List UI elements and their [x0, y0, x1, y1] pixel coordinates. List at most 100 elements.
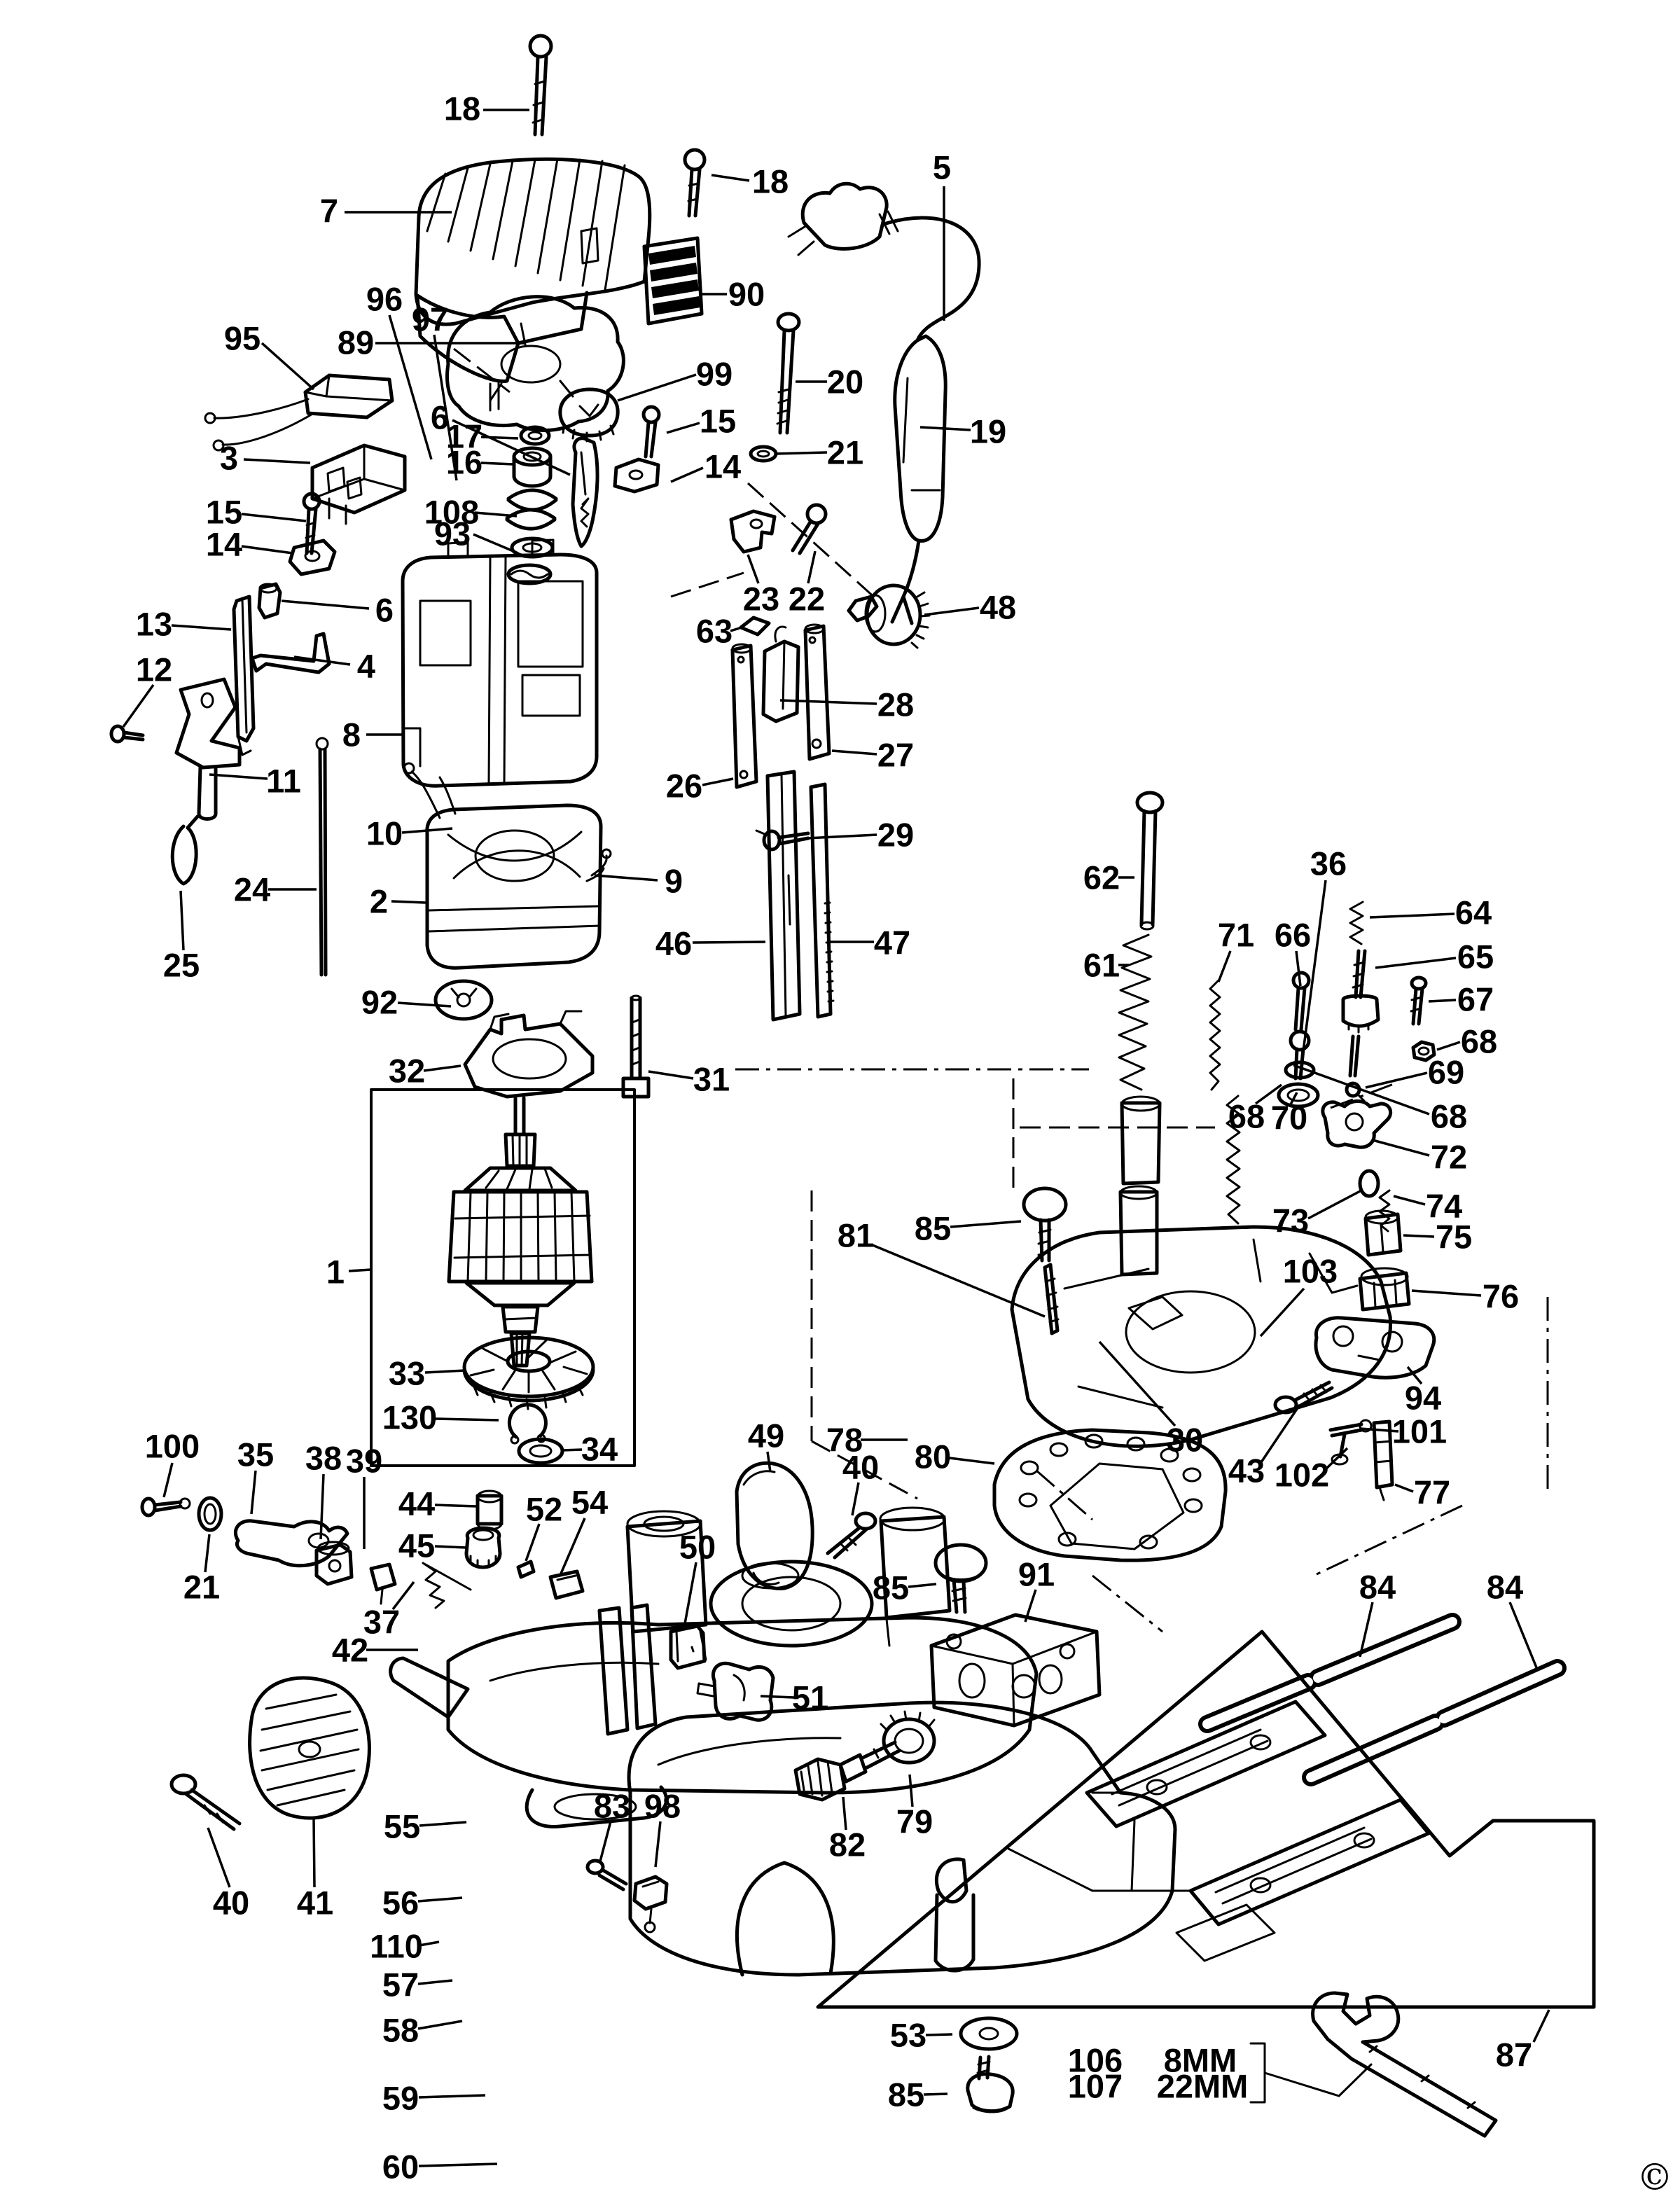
callout-107-116: 107 — [1068, 2068, 1123, 2105]
leader-line-63-25 — [730, 627, 740, 632]
callout-51-94: 51 — [792, 1679, 828, 1716]
spring-71-drawing — [1209, 979, 1221, 1091]
leader-line-25-36 — [179, 890, 185, 951]
callout-64-49: 64 — [1455, 894, 1492, 931]
leader-line-50-93 — [683, 1562, 697, 1628]
leader-line-32-74 — [423, 1064, 461, 1072]
callout-17-16: 17 — [446, 418, 483, 455]
leader-line-11-32 — [209, 773, 268, 780]
wrench-drawing — [1311, 1991, 1498, 2138]
leader-line-67-51 — [1428, 999, 1457, 1003]
callout-33-77: 33 — [389, 1355, 425, 1392]
leader-line-1-76 — [348, 1268, 372, 1272]
callout-68-52: 68 — [1461, 1023, 1497, 1060]
leader-line-21-90 — [204, 1534, 211, 1573]
lever-72-drawing — [1321, 1099, 1393, 1149]
leader-line-6-15 — [452, 419, 571, 476]
callout-8MM-115: 8MM — [1164, 2042, 1237, 2079]
callout-26-37: 26 — [666, 768, 702, 805]
spring-64-drawing — [1349, 901, 1364, 945]
pin-77-drawing — [1372, 1419, 1394, 1501]
callout-leader-lines — [122, 109, 1550, 2167]
scale-46-drawing — [765, 770, 802, 1022]
leader-line-98-109 — [654, 1821, 662, 1868]
leader-line-96-7 — [388, 314, 433, 460]
leader-line-10-33 — [401, 827, 453, 834]
part-98-drawing — [632, 1875, 669, 1933]
callout-35-81: 35 — [237, 1436, 274, 1473]
leader-line-79-111 — [908, 1774, 914, 1807]
leader-line-80-67 — [949, 1457, 995, 1465]
depth-dial-99-drawing — [558, 387, 620, 443]
leader-line-68-52 — [1436, 1041, 1461, 1051]
leader-line-26-37 — [702, 777, 734, 786]
leader-line-54-87 — [560, 1518, 586, 1574]
callout-3-20: 3 — [220, 440, 238, 477]
tube-27-drawing — [803, 623, 831, 761]
callout-91-96: 91 — [1018, 1556, 1055, 1593]
callout-89-6: 89 — [338, 324, 374, 361]
leader-line-35-81 — [250, 1470, 257, 1515]
bearing-79-drawing — [880, 1710, 936, 1765]
callout-10-33: 10 — [366, 815, 403, 852]
knob-85b-drawing — [933, 1543, 988, 1614]
callout-130-78: 130 — [382, 1399, 437, 1436]
leader-line-33-77 — [424, 1369, 466, 1374]
callout-50-93: 50 — [679, 1529, 716, 1566]
leader-line-15-21 — [241, 513, 307, 522]
callout-43-70: 43 — [1228, 1452, 1265, 1490]
bolt-40a-drawing — [826, 1511, 877, 1560]
base-spring-drawing — [1226, 1095, 1241, 1225]
switch-handle-19-drawing — [890, 334, 947, 625]
callout-52-86: 52 — [526, 1491, 562, 1528]
callout-21-13: 21 — [827, 434, 863, 471]
callout-1-76: 1 — [326, 1254, 345, 1291]
leader-line-9-41 — [594, 874, 658, 882]
leader-line-46-42 — [692, 940, 766, 944]
barrel-38-drawing — [314, 1541, 354, 1586]
cap-44-drawing — [475, 1490, 504, 1531]
callout-85-113: 85 — [888, 2076, 924, 2113]
callout-74-59: 74 — [1426, 1188, 1462, 1225]
baffle-89-drawing — [445, 295, 625, 432]
leader-line-65-50 — [1375, 957, 1457, 969]
leader-line-27-39 — [831, 749, 877, 756]
callout-2-35: 2 — [370, 883, 388, 920]
callout-40-99: 40 — [213, 1884, 249, 1922]
leader-line-57-104 — [417, 1979, 453, 1985]
pin-68b-ball-69-drawing — [1345, 1034, 1366, 1102]
callout-63-25: 63 — [696, 613, 733, 650]
leader-line-28-38 — [779, 699, 877, 705]
callout-83-108: 83 — [594, 1788, 630, 1825]
spring-61-drawing — [1118, 933, 1153, 1091]
callout-15-21: 15 — [206, 494, 242, 531]
washer-53-drawing — [959, 2016, 1019, 2051]
leader-line-14-22 — [241, 545, 293, 555]
callout-53-112: 53 — [890, 2017, 926, 2054]
leader-line-83-108 — [599, 1821, 612, 1862]
brush-6a-drawing — [571, 436, 599, 548]
fence-87-drawing — [816, 1630, 1596, 2009]
leader-line-70-55 — [1289, 1092, 1298, 1105]
callout-6-15: 6 — [431, 399, 449, 436]
wrench-size-bracket — [1249, 2042, 1373, 2104]
leader-line-71-46 — [1217, 950, 1232, 983]
leader-line-77-72 — [1394, 1483, 1414, 1493]
leader-line-84-98 — [1508, 1602, 1539, 1672]
callout-57-104: 57 — [382, 1966, 419, 2004]
callout-7-1: 7 — [320, 193, 338, 230]
leader-line-49-88 — [766, 1451, 772, 1473]
callout-31-75: 31 — [693, 1061, 730, 1098]
callout-45-85: 45 — [398, 1527, 435, 1564]
callout-100-80: 100 — [145, 1428, 200, 1465]
leader-line-30-66 — [1098, 1340, 1176, 1427]
leader-line-64-49 — [1369, 912, 1455, 919]
callout-8-31: 8 — [342, 716, 361, 754]
callout-39-83: 39 — [346, 1443, 382, 1480]
clamp-nut-32-drawing — [463, 1010, 595, 1099]
callout-42-92: 42 — [332, 1632, 368, 1669]
bolt-31-drawing — [621, 994, 651, 1099]
leader-line-56-102 — [417, 1896, 463, 1903]
power-cord-5-drawing — [787, 181, 981, 342]
